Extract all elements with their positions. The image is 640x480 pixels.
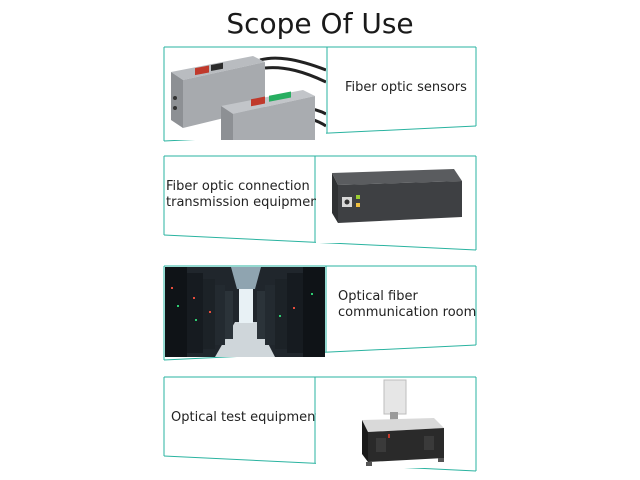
- scope-label: Optical test equipment: [171, 410, 321, 426]
- page-title: Scope Of Use: [226, 7, 414, 40]
- server-room-image: [165, 267, 325, 357]
- fiber-optic-sensor-image: [165, 48, 326, 140]
- label-line: Fiber optic sensors: [345, 80, 467, 95]
- label-line: Fiber optic connection: [166, 179, 310, 194]
- scope-card-transmission-equipment: Fiber optic connection transmission equi…: [162, 153, 478, 253]
- scope-card-fiber-optic-sensors: Fiber optic sensors: [162, 44, 478, 144]
- optical-measuring-machine-image: [316, 378, 475, 468]
- network-switch-image: [316, 157, 475, 243]
- scope-label: Fiber optic connection transmission equi…: [166, 179, 324, 211]
- label-line: Optical fiber: [338, 289, 418, 304]
- label-line: transmission equipment: [166, 195, 324, 210]
- scope-card-communication-room: Optical fiber communication room: [162, 263, 478, 363]
- scope-label: Fiber optic sensors: [345, 80, 467, 96]
- label-line: communication room: [338, 305, 477, 320]
- label-line: Optical test equipment: [171, 410, 321, 425]
- scope-card-optical-test-equipment: Optical test equipment: [162, 374, 478, 474]
- scope-label: Optical fiber communication room: [338, 289, 476, 321]
